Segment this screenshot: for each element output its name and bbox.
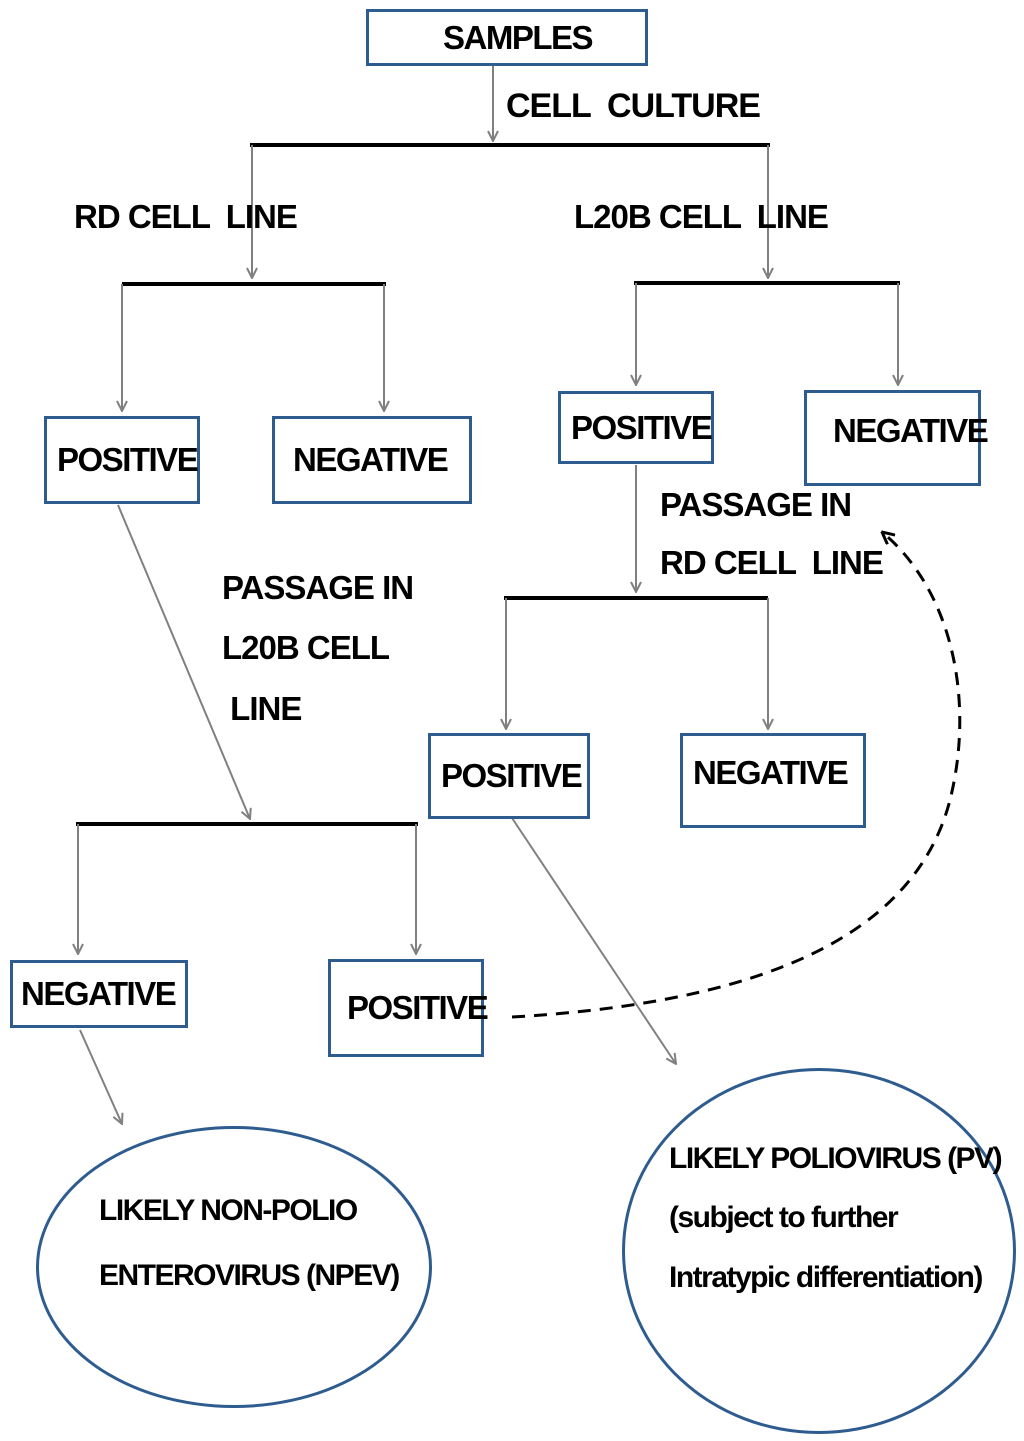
npev-line-1: LIKELY NON-POLIO [99,1194,358,1227]
npev-outcome-oval: LIKELY NON-POLIO ENTEROVIRUS (NPEV) [36,1126,432,1408]
passage-rd-negative-box: NEGATIVE [680,733,866,828]
rd-negative-box: NEGATIVE [272,416,472,504]
passage-rd-negative-label: NEGATIVE [693,754,849,792]
l20b-positive-label: POSITIVE [571,408,713,446]
passage-l20b-positive-box: POSITIVE [328,959,489,1057]
rd-positive-box: POSITIVE [44,416,200,504]
passage-l20b-positive-label: POSITIVE [347,989,489,1026]
passage-l20b-negative-label: NEGATIVE [21,975,177,1012]
npev-line-2: ENTEROVIRUS (NPEV) [99,1259,400,1292]
passage-rd-line-1: PASSAGE IN [660,486,852,523]
passage-rd-line-2: RD CELL LINE [660,544,884,581]
l20b-negative-label: NEGATIVE [833,411,989,449]
pv-outcome-oval: LIKELY POLIOVIRUS (PV) (subject to furth… [622,1068,1016,1434]
passage-l20b-line-2: L20B CELL [222,629,390,666]
pv-line-2: (subject to further [669,1201,899,1234]
pv-line-3: Intratypic differentiation) [669,1261,983,1294]
arrow-passage-l20b [117,504,250,819]
samples-label: SAMPLES [443,18,594,56]
arrow-to-npev [79,1029,122,1124]
passage-l20b-line-1: PASSAGE IN [222,569,414,606]
rd-negative-label: NEGATIVE [293,441,449,478]
l20b-positive-box: POSITIVE [558,391,714,464]
l20b-negative-box: NEGATIVE [804,390,989,486]
dashed-feedback-arrow [511,532,962,1019]
l20b-cell-line-label: L20B CELL LINE [574,198,829,235]
pv-line-1: LIKELY POLIOVIRUS (PV) [669,1142,1003,1175]
passage-rd-positive-label: POSITIVE [441,757,583,794]
passage-rd-positive-box: POSITIVE [428,733,590,819]
passage-l20b-negative-box: NEGATIVE [10,960,188,1028]
cell-culture-label: CELL CULTURE [506,87,761,125]
rd-positive-label: POSITIVE [57,441,199,478]
rd-cell-line-label: RD CELL LINE [74,198,298,235]
arrow-to-pv [511,817,676,1064]
samples-box: SAMPLES [366,9,648,66]
passage-l20b-line-3: LINE [222,690,302,727]
